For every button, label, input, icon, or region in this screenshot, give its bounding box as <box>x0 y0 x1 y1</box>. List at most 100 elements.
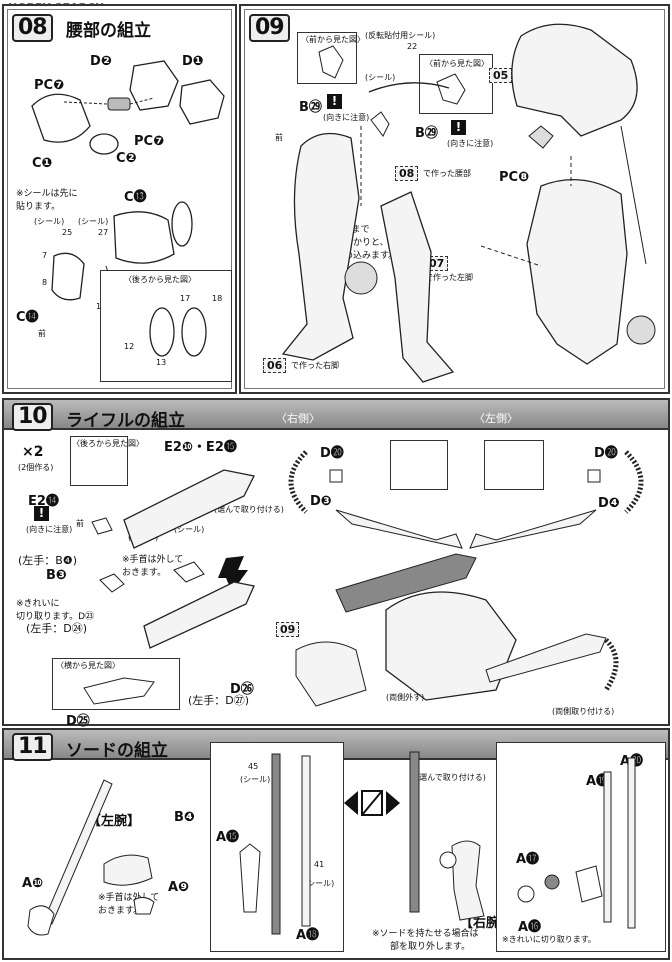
part-label: 【左腕】 <box>88 814 141 829</box>
ref-step-09: 09 <box>276 622 300 637</box>
seal-number: 18 <box>212 294 223 303</box>
ref-step-06: 06 <box>263 358 287 373</box>
part-label: D㉕ <box>66 714 90 729</box>
choose-arrows-icon <box>344 790 400 816</box>
part-label: D❹ <box>598 496 620 511</box>
part-label: D⓴ <box>594 446 618 461</box>
seal-number: 22 <box>407 42 418 51</box>
seal-number: 41 <box>314 860 325 869</box>
warning-icon: ! <box>327 94 342 109</box>
note-text: ※シールは先に 貼ります。 <box>16 189 78 212</box>
step-title: ライフルの組立 <box>66 411 185 431</box>
wrist-note: ※手首は外して おきます。 <box>98 893 160 916</box>
seal-label: (シール) <box>174 525 205 534</box>
panel-frame <box>7 9 232 389</box>
left-side-label: 〈左側〉 <box>474 412 518 425</box>
both-sides-note: (両側外す) <box>386 693 425 702</box>
step-title: ソードの組立 <box>66 741 168 761</box>
seal-number: 17 <box>180 294 191 303</box>
part-label: A⓱ <box>516 852 540 867</box>
mobile-suit-assembly-illustration <box>281 23 656 383</box>
wrist-note: ※手首は外して おきます。 <box>122 555 184 578</box>
part-label: E2⓮ <box>28 494 59 509</box>
part-label: PC❼ <box>34 78 65 93</box>
step-09-panel: 09 〈前から見た図〉 (反転貼付用シール) 22 (シール) 〈前から見た図〉… <box>239 4 670 394</box>
step-11-panel: 11 ソードの組立 【左腕】 B❹ A❿ A❾ ※手首は外して おきます。 45… <box>2 728 670 960</box>
seal-label: (シール) <box>34 217 65 226</box>
part-label: A⓯ <box>216 830 240 845</box>
part-label: PC❼ <box>134 134 165 149</box>
both-attach-note: (両側取り付ける) <box>552 707 615 716</box>
part-label: A⓳ <box>586 774 610 789</box>
part-label: B❸ <box>46 568 67 583</box>
part-label: A❾ <box>168 880 190 895</box>
part-label: PC❽ <box>499 170 530 185</box>
front-view-label: 〈前から見た図〉 <box>425 59 489 68</box>
step-number: 10 <box>12 403 53 431</box>
part-label: A⓲ <box>296 928 320 943</box>
part-label: B㉙ <box>415 126 438 141</box>
front-label: 前 <box>38 329 46 338</box>
part-label: C⓮ <box>16 310 39 325</box>
multiplier-note: (2個作る) <box>18 463 54 472</box>
choose-note: (選んで取り付ける) <box>416 773 486 782</box>
part-label: D㉖ <box>230 682 254 697</box>
sword-note: ※ソードを持たせる場合は 部を取り外します。 <box>372 929 479 952</box>
seal-number: 13 <box>156 358 167 367</box>
ref-text: で作った左脚 <box>425 273 473 282</box>
detail-box-right <box>390 440 448 490</box>
left-arm-sword-illustration <box>27 779 155 936</box>
warning-icon: ! <box>34 506 49 521</box>
step-title: 腰部の組立 <box>66 21 151 41</box>
part-label: (左手：D㉔) <box>26 622 88 635</box>
sword-blades-illustration <box>239 753 311 935</box>
step-08-panel: 08 腰部の組立 D❷ D❶ PC❼ PC❼ C❶ C❷ ※シールは先に 貼りま… <box>2 4 237 394</box>
part-label: C❷ <box>116 151 137 166</box>
part-label: D❸ <box>310 494 332 509</box>
seal-number: 12 <box>124 342 135 351</box>
part-label: B❹ <box>174 810 195 825</box>
part-label: D⓴ <box>320 446 344 461</box>
ref-text: で作った腰部 <box>423 169 471 178</box>
step-10-panel: 10 ライフルの組立 ×2 (2個作る) 〈後ろから見た図〉 E2❿・E2⓯ E… <box>2 398 670 729</box>
part-label: E2❿・E2⓯ <box>164 440 237 455</box>
seal-label: (シール) <box>304 879 335 888</box>
part-label: D❷ <box>90 54 112 69</box>
part-label: B㉙ <box>299 100 322 115</box>
seal-number: 8 <box>42 278 48 287</box>
waist-assembly-illustration <box>51 201 193 301</box>
seal-label: (シール) <box>240 775 271 784</box>
seal-number: 45 <box>248 762 259 771</box>
direction-note: (向きに注意) <box>447 139 494 148</box>
multiplier-label: ×2 <box>22 444 44 460</box>
detail-box-left <box>484 440 544 490</box>
warning-icon: ! <box>451 120 466 135</box>
mirror-seal-label: (反転貼付用シール) <box>365 31 436 40</box>
side-view-label: 〈横から見た図〉 <box>56 661 120 670</box>
part-label: (左手：B❹) <box>18 554 77 567</box>
front-label: 前 <box>76 519 84 528</box>
front-label: 前 <box>275 133 283 142</box>
back-view-label: 〈後ろから見た図〉 <box>124 275 196 284</box>
back-view-label: 〈後ろから見た図〉 <box>72 439 144 448</box>
back-view-illustration <box>149 307 207 357</box>
step-number: 11 <box>12 733 53 761</box>
right-arm-sword-illustration <box>409 751 485 921</box>
panel-frame <box>244 9 665 389</box>
part-label: D❶ <box>182 54 204 69</box>
step-title-bar <box>4 400 668 430</box>
ref-step-08: 08 <box>395 166 419 181</box>
choose-note: (選んで取り付ける) <box>214 505 284 514</box>
back-view-box <box>70 436 128 486</box>
sword-hilt-illustration <box>517 757 636 929</box>
ref-step-05: 05 <box>489 68 513 83</box>
part-label: C❶ <box>32 156 53 171</box>
seal-number: 25 <box>62 228 73 237</box>
seal-label: (シール) <box>365 73 396 82</box>
part-label: (左手：D㉗) <box>188 694 250 707</box>
seal-label: (シール) <box>78 217 109 226</box>
seal-number: 7 <box>42 251 48 260</box>
cut-note: ※きれいに 切り取ります。D㉓ <box>16 599 95 622</box>
front-view-label: 〈前から見た図〉 <box>301 35 365 44</box>
part-label: A⓰ <box>518 920 542 935</box>
